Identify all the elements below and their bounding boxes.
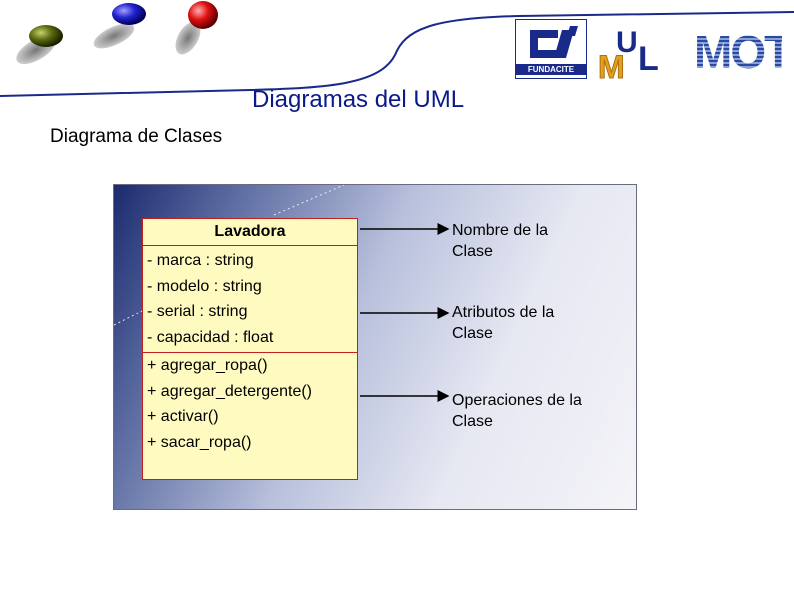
attribute-item: - marca : string <box>147 248 357 274</box>
class-name: Lavadora <box>143 219 357 246</box>
attribute-item: - serial : string <box>147 299 357 325</box>
operation-item: + agregar_detergente() <box>147 379 357 405</box>
operation-item: + activar() <box>147 404 357 430</box>
uml-logo-l: L <box>638 40 659 78</box>
uml-class-box: Lavadora - marca : string - modelo : str… <box>142 218 358 480</box>
class-operations: + agregar_ropa() + agregar_detergente() … <box>143 353 357 455</box>
annotation-arrows <box>356 220 456 410</box>
fundacite-mark-icon <box>516 22 586 68</box>
green-sphere-icon <box>29 25 63 47</box>
annotation-class-name: Nombre de la Clase <box>452 220 582 262</box>
uml-logo: U M L <box>598 22 688 80</box>
blue-sphere-icon <box>112 3 146 25</box>
uml-logo-m: M <box>598 49 625 80</box>
annotation-operations: Operaciones de la Clase <box>452 390 582 432</box>
class-attributes: - marca : string - modelo : string - ser… <box>143 246 357 353</box>
mot-logo-text: MOT <box>694 26 782 74</box>
fundacite-logo: FUNDACITE <box>515 19 587 79</box>
mot-logo: MOT <box>692 24 782 74</box>
page-subtitle: Diagrama de Clases <box>50 126 222 148</box>
annotation-attributes: Atributos de la Clase <box>452 302 582 344</box>
operation-item: + sacar_ropa() <box>147 430 357 456</box>
attribute-item: - modelo : string <box>147 274 357 300</box>
attribute-item: - capacidad : float <box>147 325 357 351</box>
fundacite-logo-text: FUNDACITE <box>516 64 586 75</box>
red-sphere-icon <box>188 1 218 29</box>
operation-item: + agregar_ropa() <box>147 353 357 379</box>
page-title: Diagramas del UML <box>252 86 464 114</box>
